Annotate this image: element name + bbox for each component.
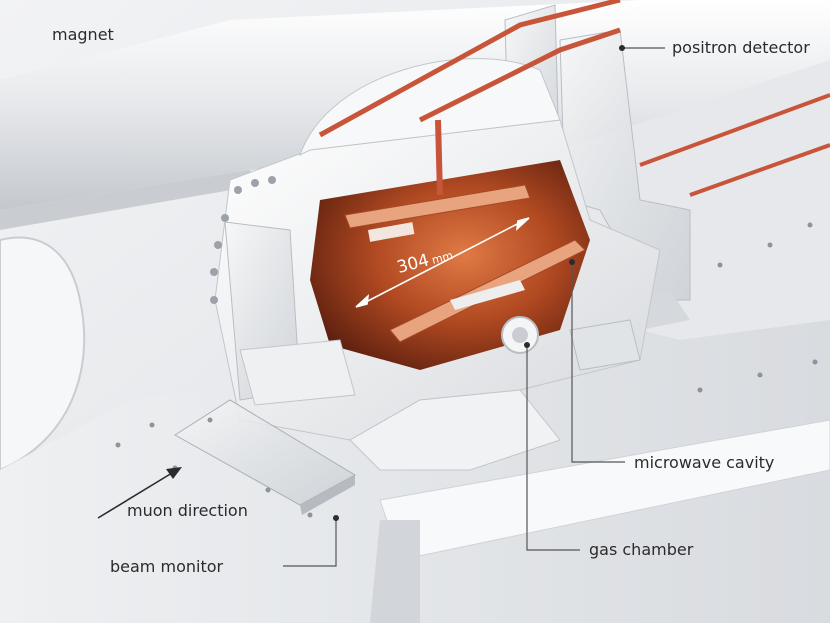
magnet-ring (0, 236, 86, 472)
leader-lines (283, 47, 665, 567)
magnet-tube-shadow (0, 170, 260, 230)
leader-dots (333, 45, 625, 521)
copper-pipe-top-2 (418, 27, 621, 123)
gas-inlet-rod (450, 280, 525, 310)
label-beam-monitor: beam monitor (110, 557, 224, 576)
dimension-unit: mm (430, 248, 455, 267)
flange-bolts (210, 176, 276, 304)
label-gas-chamber: gas chamber (589, 540, 694, 559)
rail-support (370, 520, 420, 623)
dimension-line (355, 217, 530, 308)
side-block (239, 339, 356, 406)
vessel-base (349, 389, 561, 471)
copper-pipe-right-1 (639, 93, 830, 167)
label-magnet: magnet (52, 25, 114, 44)
cavity-electrode-top (344, 184, 531, 229)
cavity-window (367, 222, 415, 242)
label-microwave-cavity: microwave cavity (634, 453, 775, 472)
label-muon-direction: muon direction (127, 501, 248, 520)
copper-pipe-right-2 (689, 143, 830, 197)
label-positron-detector: positron detector (672, 38, 810, 57)
muon-direction-arrow (97, 467, 182, 519)
gas-chamber-port-inner (512, 327, 528, 343)
copper-feed-down (435, 119, 443, 196)
support-bracket (569, 319, 641, 371)
copper-pipe-top-1 (318, 0, 621, 138)
beam-monitor-edge (300, 475, 355, 515)
